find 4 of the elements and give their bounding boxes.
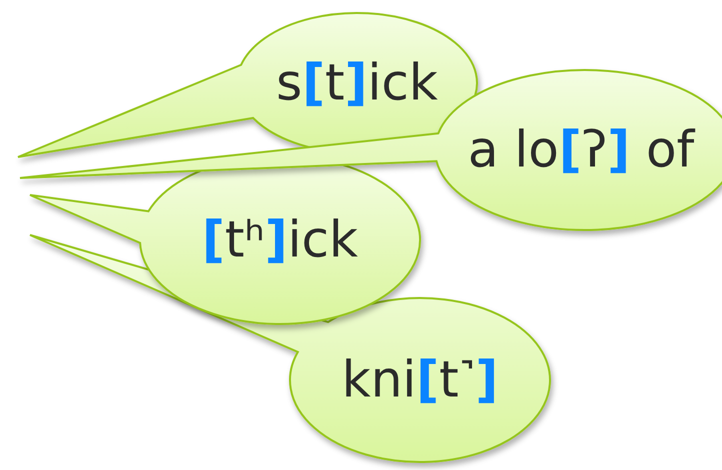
bubble-text: s[t]ick bbox=[275, 56, 439, 110]
bubble-text: kni[t˺] bbox=[340, 352, 500, 408]
bubble-text: [tʰ]ick bbox=[201, 212, 359, 268]
bubble-text: a lo[ʔ] of bbox=[466, 122, 696, 178]
